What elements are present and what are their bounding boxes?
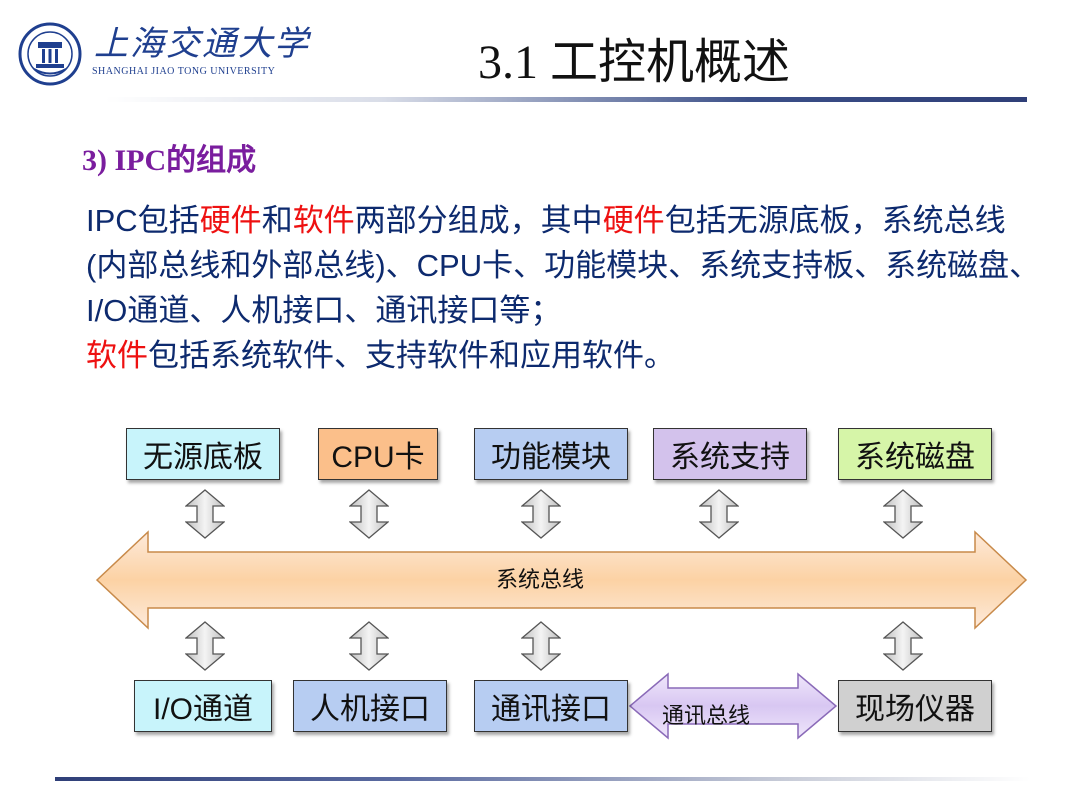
box-passive-backplane: 无源底板 xyxy=(126,428,280,480)
section-heading: 3) IPC的组成 xyxy=(82,144,257,177)
double-arrow-icon xyxy=(521,621,561,671)
box-field-instrument: 现场仪器 xyxy=(838,680,992,732)
slide-title: 3.1 工控机概述 xyxy=(478,36,791,89)
highlight-software: 软件 xyxy=(292,203,355,238)
double-arrow-icon xyxy=(349,489,389,539)
box-io-channel: I/O通道 xyxy=(134,680,272,732)
title-underline xyxy=(105,97,1027,102)
box-hmi: 人机接口 xyxy=(293,680,447,732)
double-arrow-icon xyxy=(185,489,225,539)
body-text: 和 xyxy=(261,203,293,238)
body-text: 两部分组成，其中 xyxy=(354,203,603,238)
system-bus-label: 系统总线 xyxy=(495,567,584,592)
double-arrow-icon xyxy=(185,621,225,671)
system-bus-arrow xyxy=(95,530,1028,630)
body-text: 包括无源底板，系统总线(内部总线和外部总线)、CPU卡、功能模块、系统支持板、系… xyxy=(86,203,1041,328)
university-name-en: SHANGHAI JIAO TONG UNIVERSITY xyxy=(92,66,276,77)
body-paragraph: IPC包括硬件和软件两部分组成，其中硬件包括无源底板，系统总线(内部总线和外部总… xyxy=(86,198,1046,378)
university-name-cn: 上海交通大学 xyxy=(94,24,310,64)
body-text: 包括系统软件、支持软件和应用软件。 xyxy=(148,338,675,373)
double-arrow-icon xyxy=(883,489,923,539)
body-text: IPC包括 xyxy=(86,203,200,238)
double-arrow-icon xyxy=(883,621,923,671)
comm-bus-label: 通讯总线 xyxy=(662,703,751,728)
box-system-support: 系统支持 xyxy=(653,428,807,480)
double-arrow-icon xyxy=(521,489,561,539)
comm-bus-arrow xyxy=(628,672,838,740)
footer-bar xyxy=(55,777,1030,781)
double-arrow-icon xyxy=(699,489,739,539)
double-arrow-icon xyxy=(349,621,389,671)
box-system-disk: 系统磁盘 xyxy=(838,428,992,480)
university-seal-icon xyxy=(18,22,82,86)
highlight-software: 软件 xyxy=(86,338,148,373)
highlight-hardware: 硬件 xyxy=(199,203,262,238)
highlight-hardware: 硬件 xyxy=(602,203,665,238)
box-comm-interface: 通讯接口 xyxy=(474,680,628,732)
box-function-module: 功能模块 xyxy=(474,428,628,480)
box-cpu-card: CPU卡 xyxy=(318,428,438,480)
